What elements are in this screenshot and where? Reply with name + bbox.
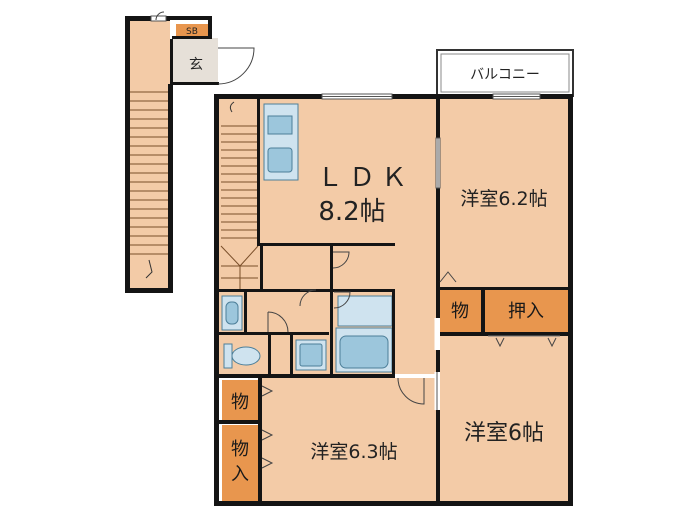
bathtub-basin	[339, 335, 389, 369]
inner-stair-floor	[219, 98, 260, 294]
closet-2-label-line1: 物	[231, 439, 249, 460]
toilet-bowl	[231, 346, 261, 366]
bath-floor	[337, 295, 393, 327]
wash-basin-bowl	[225, 301, 239, 325]
balcony-label: バルコニー	[470, 67, 540, 83]
storage-2-fill	[222, 380, 260, 422]
western-1-label: 洋室6.2帖	[460, 188, 547, 210]
balcony	[436, 49, 574, 97]
washing-machine-drum	[299, 343, 323, 367]
ldk-name-label: ＬＤＫ	[317, 163, 413, 193]
western-6-floor	[440, 336, 568, 504]
storage-2-label: 物	[231, 392, 249, 413]
ldk-size-label: 8.2帖	[318, 197, 385, 227]
entrance-label: 玄	[189, 56, 203, 73]
kitchen-stove	[267, 147, 293, 173]
kitchen-sink	[267, 115, 293, 135]
shoe-box-label: SB	[186, 27, 198, 37]
closet-1-label: 押入	[508, 301, 544, 322]
western-2-label: 洋室6帖	[464, 421, 544, 446]
storage-1-label: 物	[451, 301, 469, 322]
closet-2-label-line2: 入	[231, 464, 249, 485]
stairs-outer	[130, 91, 168, 279]
western-6-2-floor	[440, 98, 568, 288]
walls	[125, 16, 573, 506]
ldk-floor-2	[260, 244, 395, 294]
closet-1-fill	[485, 290, 568, 332]
windows	[150, 15, 541, 189]
western-3-label: 洋室6.3帖	[310, 441, 397, 463]
storage-1-fill	[440, 290, 481, 332]
stairs-inner	[220, 101, 259, 290]
shoe-box	[176, 24, 208, 36]
storage-areas	[176, 24, 568, 503]
hall-floor	[395, 244, 437, 374]
balcony-outline	[436, 49, 574, 97]
toilet-tank	[223, 343, 233, 369]
entrance-floor	[172, 38, 218, 85]
balcony-inner	[440, 53, 570, 93]
closet-2-fill	[222, 425, 260, 503]
doors	[155, 11, 560, 469]
